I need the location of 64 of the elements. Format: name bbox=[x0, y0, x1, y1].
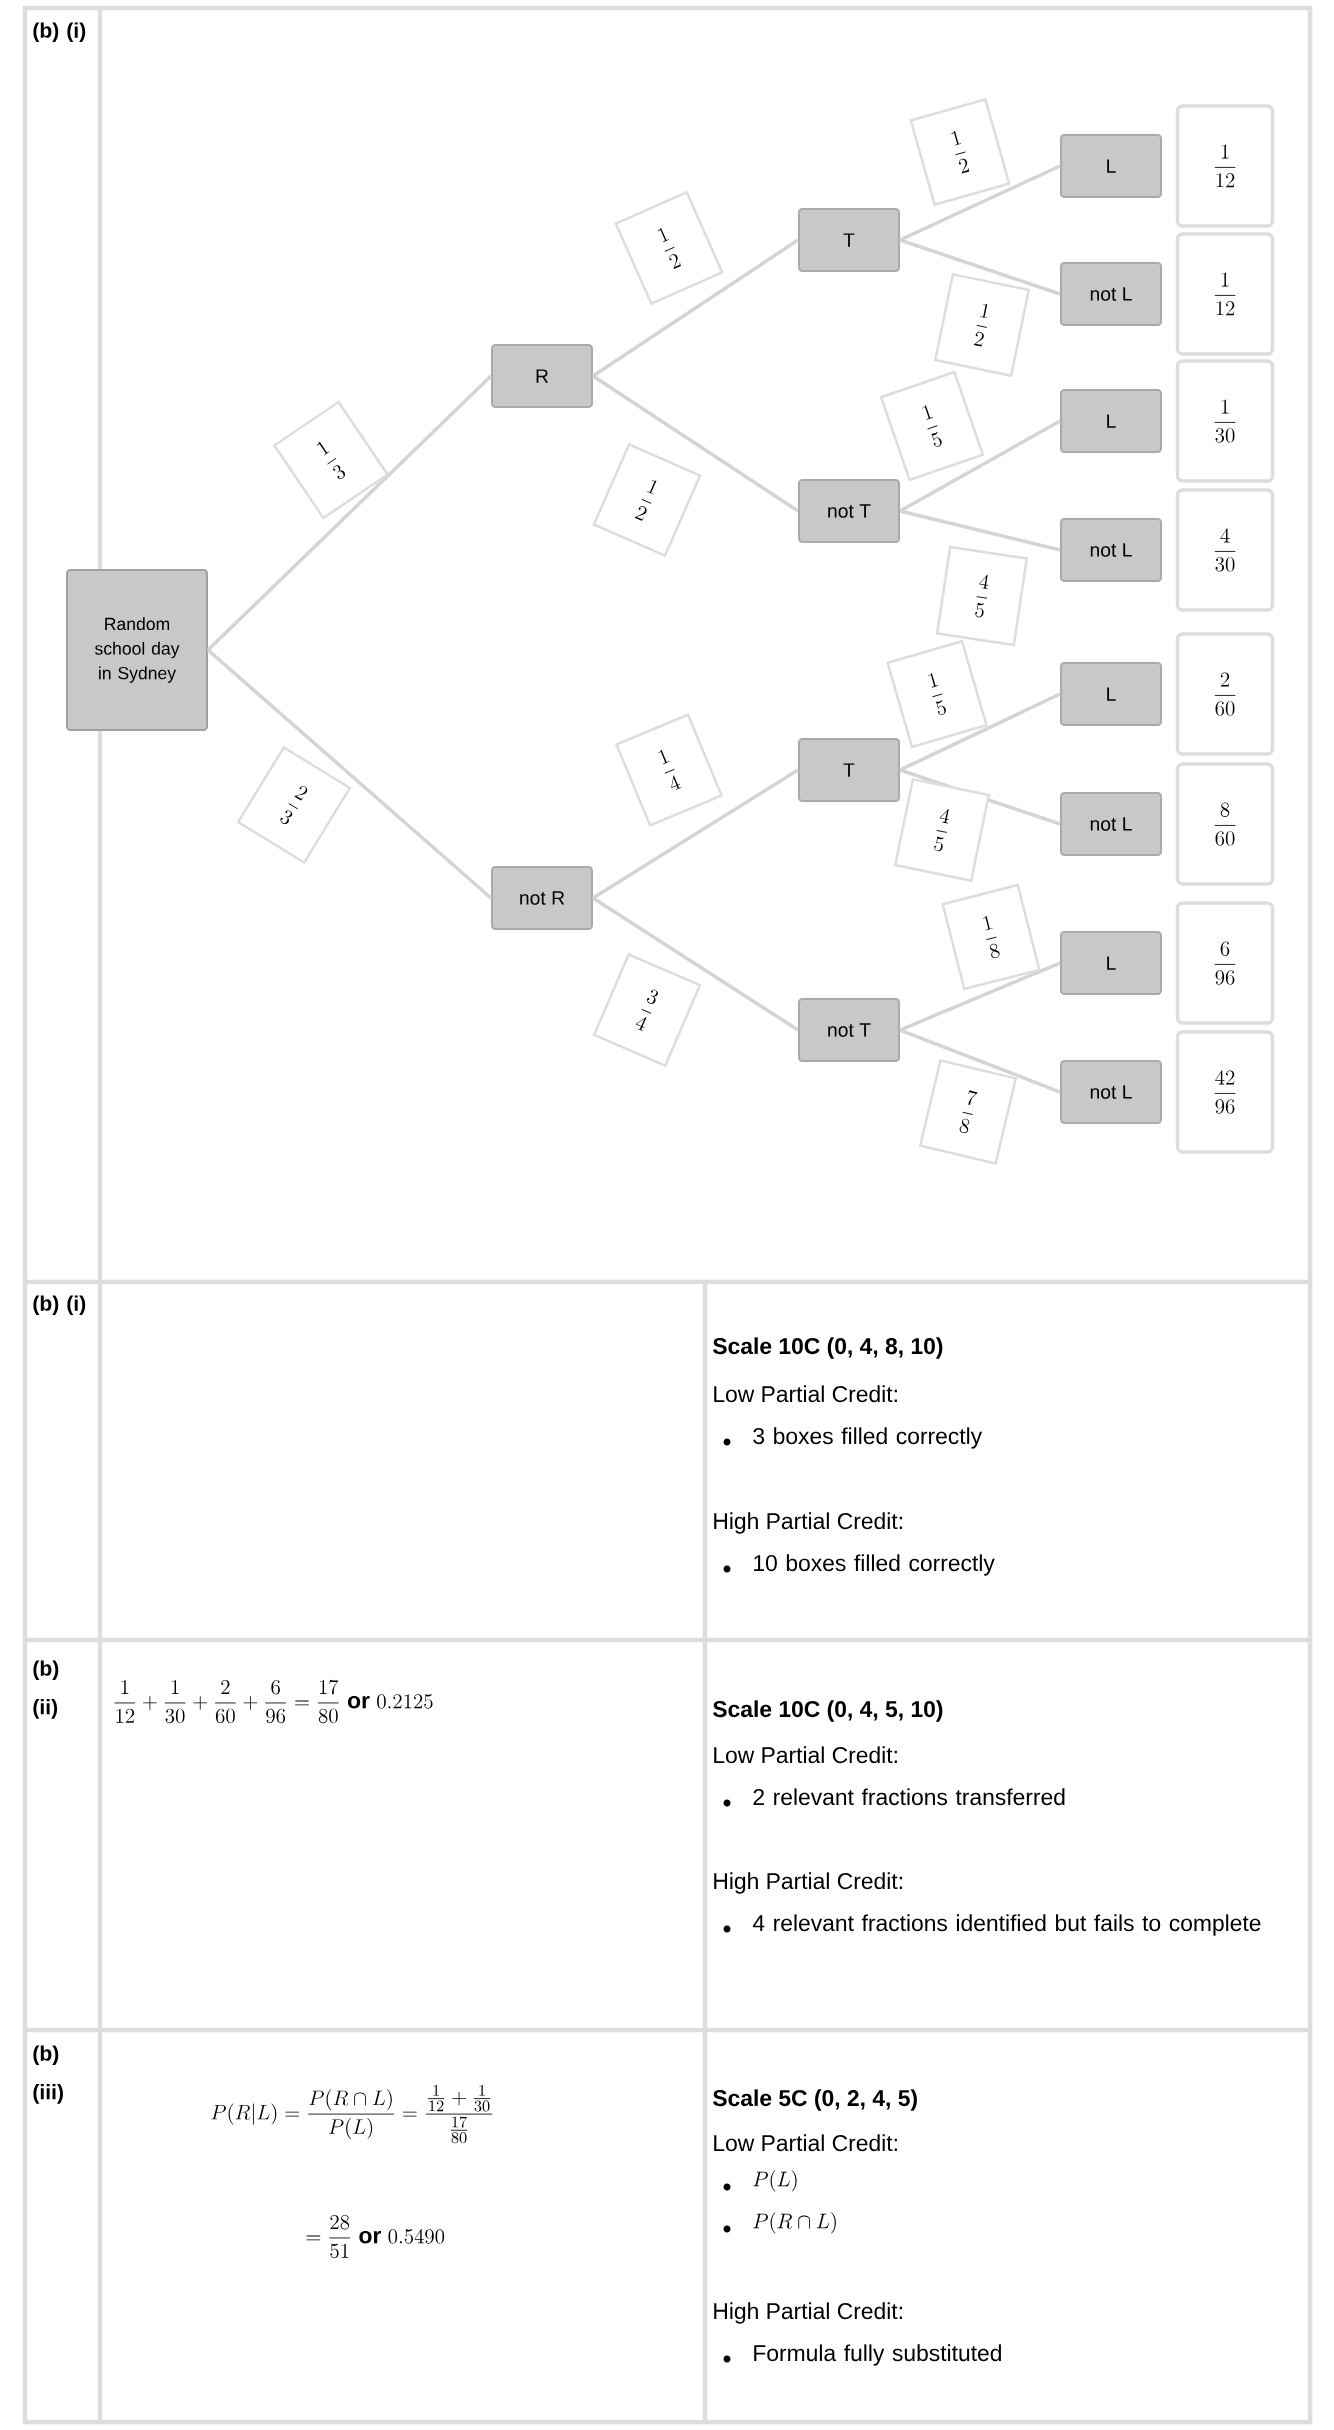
answer-box: $\frac{4}{30}$ bbox=[1175, 488, 1275, 612]
answer-box: $\frac{6}{96}$ bbox=[1175, 901, 1275, 1025]
branch-line bbox=[592, 896, 799, 1032]
branch-line bbox=[899, 692, 1061, 772]
formula: $\frac{1}{12}+\frac{1}{30}+\frac{2}{60}+\frac{6}{96}=\frac{17}{80}\ \textbf{or}\ 0.2125$ bbox=[114, 1679, 433, 1724]
outcome-box: T bbox=[798, 738, 900, 802]
outcome-box: not T bbox=[798, 479, 900, 543]
answer-box: $\frac{1}{12}$ bbox=[1175, 232, 1275, 356]
answer-box: $\frac{1}{30}$ bbox=[1175, 359, 1275, 483]
answer-box: $\frac{42}{96}$ bbox=[1175, 1030, 1275, 1154]
edge-label: $\frac{1}{5}$ bbox=[879, 370, 985, 482]
outcome-box: not T bbox=[798, 998, 900, 1062]
formula: $P(R|L)=\frac{P(R\cap L)}{P(L)}=\frac{\frac{1}{12}+\frac{1}{30}}{\frac{17}{80}}$ bbox=[211, 2085, 493, 2144]
outcome-box: L bbox=[1060, 389, 1162, 453]
bullet-item: $P(R\cap L)$ bbox=[723, 2212, 836, 2234]
part-label: (b) (iii) bbox=[33, 2045, 63, 2104]
branch-line bbox=[899, 238, 1061, 296]
credit-heading: Low Partial Credit: bbox=[714, 1385, 897, 1403]
part-label: (b) (i) bbox=[33, 22, 86, 43]
branch-line bbox=[899, 1028, 1061, 1094]
branch-line bbox=[899, 164, 1061, 242]
answer-box: $\frac{2}{60}$ bbox=[1175, 632, 1275, 756]
edge-label: $\frac{7}{8}$ bbox=[918, 1059, 1018, 1165]
branch-line bbox=[592, 238, 799, 378]
branch-line bbox=[206, 374, 493, 652]
outcome-box: L bbox=[1060, 134, 1162, 198]
part-label: (b) (ii) bbox=[33, 1660, 59, 1719]
branch-line bbox=[592, 768, 799, 900]
bullet-item: Formula fully substituted bbox=[723, 2344, 1001, 2366]
outcome-box: not R bbox=[491, 866, 593, 930]
outcome-box: not L bbox=[1060, 262, 1162, 326]
credit-heading: High Partial Credit: bbox=[714, 1872, 902, 1894]
outcome-box: L bbox=[1060, 931, 1162, 995]
bullet-item: 10 boxes filled correctly bbox=[723, 1554, 995, 1576]
credit-heading: Low Partial Credit: bbox=[714, 2134, 897, 2152]
edge-label: $\frac{1}{5}$ bbox=[886, 639, 988, 749]
part-label: (b) (i) bbox=[33, 1295, 86, 1316]
answer-box: $\frac{8}{60}$ bbox=[1175, 762, 1275, 886]
branch-line bbox=[206, 648, 493, 900]
branch-line bbox=[899, 419, 1061, 513]
outcome-box: L bbox=[1060, 662, 1162, 726]
branch-line bbox=[592, 374, 799, 513]
scale-heading: Scale 5C (0, 2, 4, 5) bbox=[713, 2089, 917, 2111]
bullet-item: 4 relevant fractions identified but fails to complete bbox=[723, 1914, 1261, 1936]
bullet-item: $P(L)$ bbox=[723, 2170, 797, 2192]
credit-heading: High Partial Credit: bbox=[714, 2302, 902, 2324]
answer-box: $\frac{1}{12}$ bbox=[1175, 104, 1275, 228]
bullet-item: 2 relevant fractions transferred bbox=[723, 1788, 1065, 1807]
outcome-box: not L bbox=[1060, 792, 1162, 856]
credit-heading: Low Partial Credit: bbox=[714, 1746, 897, 1764]
credit-heading: High Partial Credit: bbox=[714, 1512, 902, 1534]
formula: $=\frac{28}{51}\ \textbf{or}\ 0.5490$ bbox=[306, 2214, 445, 2259]
edge-label: $\frac{1}{8}$ bbox=[941, 883, 1041, 991]
outcome-box: R bbox=[491, 344, 593, 408]
scale-heading: Scale 10C (0, 4, 5, 10) bbox=[713, 1700, 943, 1722]
scale-heading: Scale 10C (0, 4, 8, 10) bbox=[713, 1337, 943, 1359]
branch-line bbox=[899, 509, 1061, 552]
outcome-box: not L bbox=[1060, 1060, 1162, 1124]
outcome-box: T bbox=[798, 208, 900, 272]
edge-label: $\frac{4}{5}$ bbox=[935, 545, 1029, 647]
branch-line bbox=[899, 961, 1061, 1032]
root-box: Random school day in Sydney bbox=[66, 569, 208, 731]
outcome-box: not L bbox=[1060, 518, 1162, 582]
bullet-item: 3 boxes filled correctly bbox=[723, 1427, 983, 1449]
